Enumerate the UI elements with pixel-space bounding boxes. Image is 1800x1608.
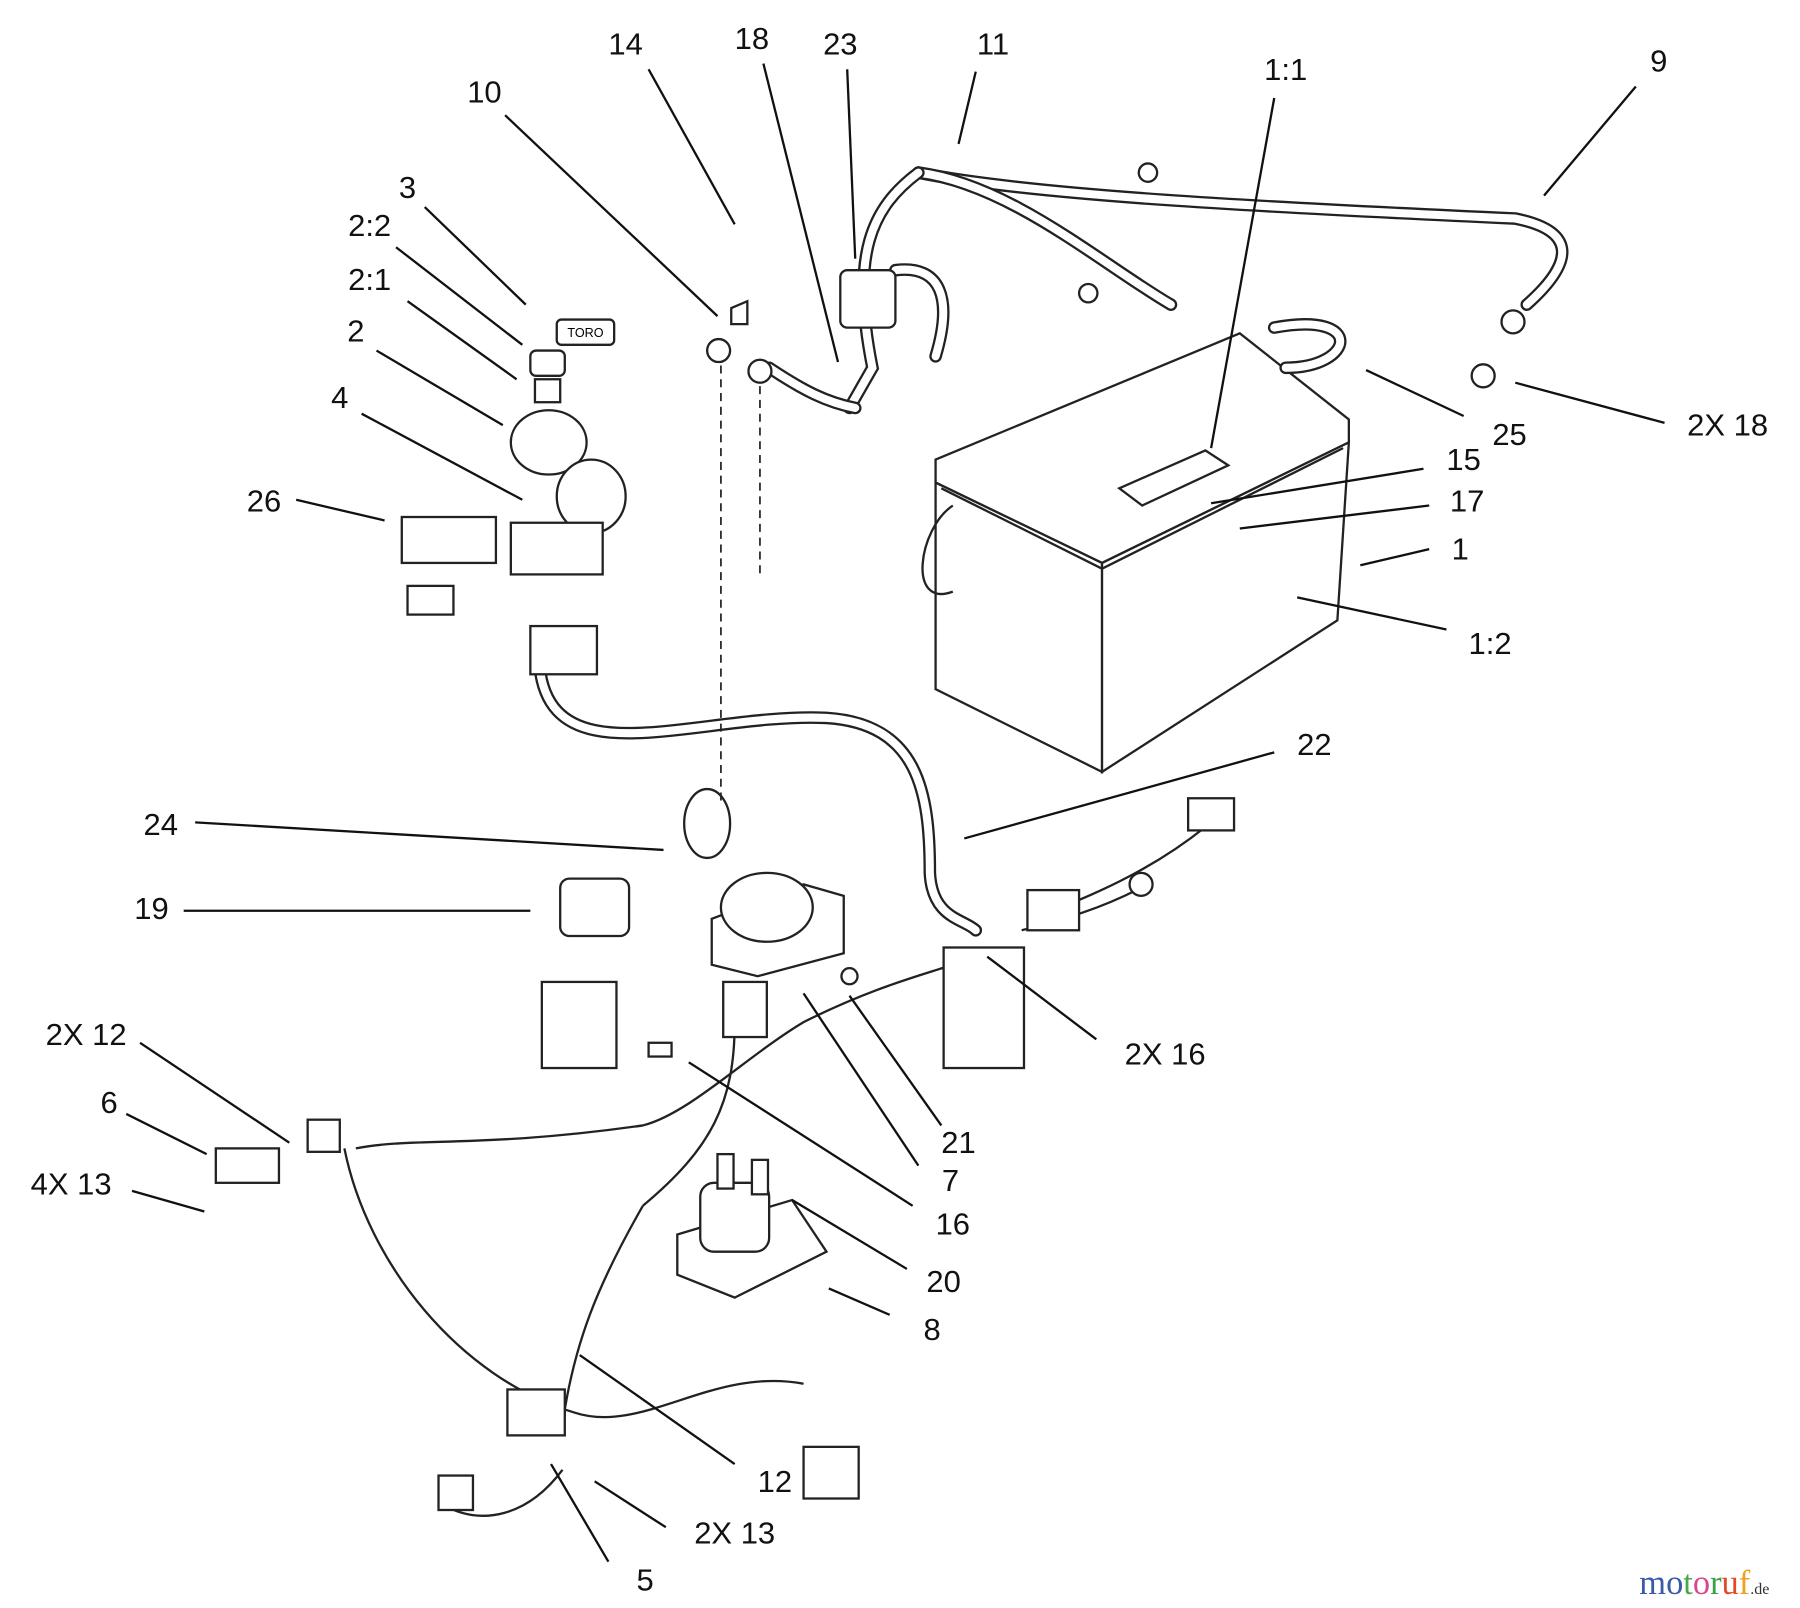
callout-8: 8: [924, 1312, 941, 1347]
callout-1-2: 1:2: [1469, 626, 1512, 661]
callout-18: 18: [735, 21, 769, 56]
callout-11: 11: [977, 27, 1009, 62]
callout-1-1: 1:1: [1264, 52, 1307, 87]
callout-22: 22: [1297, 727, 1331, 762]
callout-25: 25: [1492, 417, 1526, 452]
callout-19: 19: [134, 891, 168, 926]
callout-5: 5: [637, 1563, 654, 1598]
callout-23: 23: [823, 27, 857, 62]
callout-6: 6: [100, 1085, 117, 1120]
callout-12: 12: [758, 1464, 792, 1499]
callout-26: 26: [247, 483, 281, 518]
components: TORO: [214, 162, 1526, 1512]
callout-3: 3: [399, 170, 416, 205]
callout-20: 20: [926, 1264, 960, 1299]
svg-text:motoruf.de: motoruf.de: [1639, 1564, 1769, 1602]
callout-2x12: 2X 12: [46, 1017, 127, 1052]
battery: [934, 332, 1351, 774]
battery-cables: [343, 166, 1569, 1517]
callout-21: 21: [941, 1125, 975, 1160]
callout-4x13: 4X 13: [31, 1166, 112, 1201]
callout-7: 7: [942, 1163, 959, 1198]
callout-1: 1: [1452, 532, 1469, 567]
callout-9: 9: [1650, 44, 1667, 79]
callout-16: 16: [936, 1207, 970, 1242]
callout-2-1: 2:1: [348, 262, 391, 297]
callout-4: 4: [331, 380, 348, 415]
callout-2: 2: [347, 314, 364, 349]
callout-17: 17: [1450, 483, 1484, 518]
callout-2x16: 2X 16: [1125, 1037, 1206, 1072]
key-label: TORO: [567, 326, 603, 340]
callout-2x18: 2X 18: [1687, 408, 1768, 443]
callout-2x13: 2X 13: [694, 1515, 775, 1550]
callout-24: 24: [143, 807, 177, 842]
leader-lines: [125, 63, 1665, 1563]
callout-10: 10: [467, 75, 501, 110]
callout-14: 14: [608, 27, 642, 62]
callout-2-2: 2:2: [348, 208, 391, 243]
motoruf-logo: motoruf.de: [1639, 1564, 1769, 1602]
callout-labels: 14 18 23 11 10 1:1 9 3 2:2 2:1 2 4 26 2X…: [31, 21, 1768, 1598]
callout-15: 15: [1446, 442, 1480, 477]
